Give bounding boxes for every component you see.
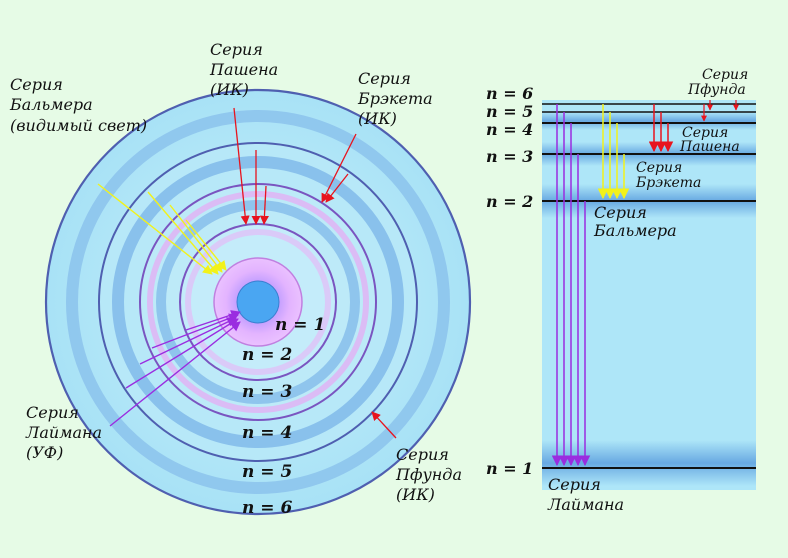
energy-level-n6: n = 6	[486, 84, 533, 103]
orbit-band-3b	[156, 200, 360, 404]
energy-level-labels: n = 1 n = 2 n = 3 n = 4 n = 5 n = 6	[486, 84, 533, 478]
energy-lyman-arrows	[551, 104, 591, 467]
label-brackett: Серия Брэкета (ИК)	[357, 69, 438, 128]
energy-paschen-arrows	[648, 104, 674, 153]
energy-series-labels-large: Серия Бальмера Серия Лаймана	[547, 203, 677, 514]
atom-level-n2: n = 2	[242, 345, 292, 365]
energy-balmer-arrows	[597, 104, 630, 200]
atom-series-labels: Серия Пашена (ИК) Серия Бальмера (видимы…	[9, 40, 467, 504]
energy-level-n4: n = 4	[486, 120, 533, 139]
atom-level-n5: n = 5	[242, 462, 292, 482]
atom-brackett-arrows	[321, 133, 357, 203]
energy-series-labels: Серия Пфунда Серия Пашена Серия Брэкета	[635, 67, 753, 191]
energy-diagram: n = 1 n = 2 n = 3 n = 4 n = 5 n = 6	[486, 67, 756, 514]
label-lyman: Серия Лаймана (УФ)	[25, 403, 107, 462]
energy-level-n5: n = 5	[486, 102, 533, 121]
atom-lyman-arrows	[109, 310, 241, 427]
bohr-atom	[44, 88, 472, 516]
orbit-band-5	[66, 110, 450, 494]
atom-balmer-arrows	[97, 183, 227, 275]
label-balmer: Серия Бальмера (видимый свет)	[9, 75, 147, 135]
atom-level-n1: n = 1	[275, 315, 325, 335]
atom-pfund-arrow	[371, 411, 397, 439]
orbit-band-4	[112, 156, 404, 448]
energy-label-pfund: Серия Пфунда	[687, 67, 753, 98]
energy-label-balmer: Серия Бальмера	[593, 203, 677, 240]
orbit-band-3	[147, 191, 369, 413]
orbit-band-2	[185, 229, 331, 375]
energy-label-paschen: Серия Пашена	[679, 125, 740, 155]
energy-level-n3: n = 3	[486, 147, 533, 166]
label-pfund: Серия Пфунда (ИК)	[395, 445, 467, 504]
atom-level-n6: n = 6	[242, 498, 292, 518]
nucleus	[236, 280, 280, 324]
atom-level-labels: n = 1 n = 2 n = 3 n = 4 n = 5 n = 6	[242, 315, 325, 518]
atom-paschen-arrows	[233, 107, 269, 225]
energy-level-n2: n = 2	[486, 192, 533, 211]
atom-level-n3: n = 3	[242, 382, 292, 402]
energy-pfund-arrows	[701, 100, 739, 122]
atom-level-n4: n = 4	[242, 423, 292, 443]
label-paschen: Серия Пашена (ИК)	[209, 40, 283, 99]
energy-label-brackett: Серия Брэкета	[635, 160, 701, 191]
energy-label-lyman: Серия Лаймана	[547, 475, 624, 514]
energy-level-n1: n = 1	[486, 459, 533, 478]
